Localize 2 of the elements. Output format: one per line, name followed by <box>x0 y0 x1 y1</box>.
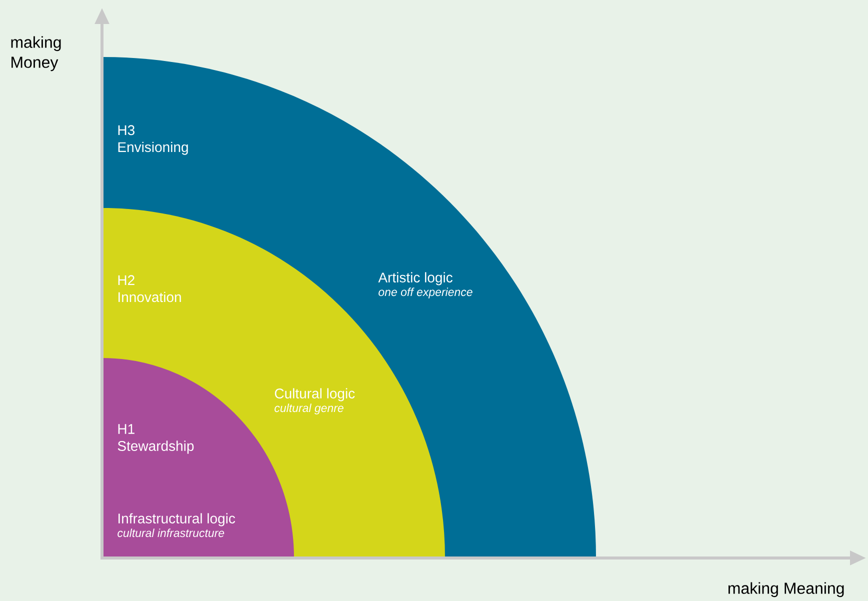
axis-label: making Meaning <box>728 582 844 598</box>
axis-label: making Money <box>11 36 61 72</box>
